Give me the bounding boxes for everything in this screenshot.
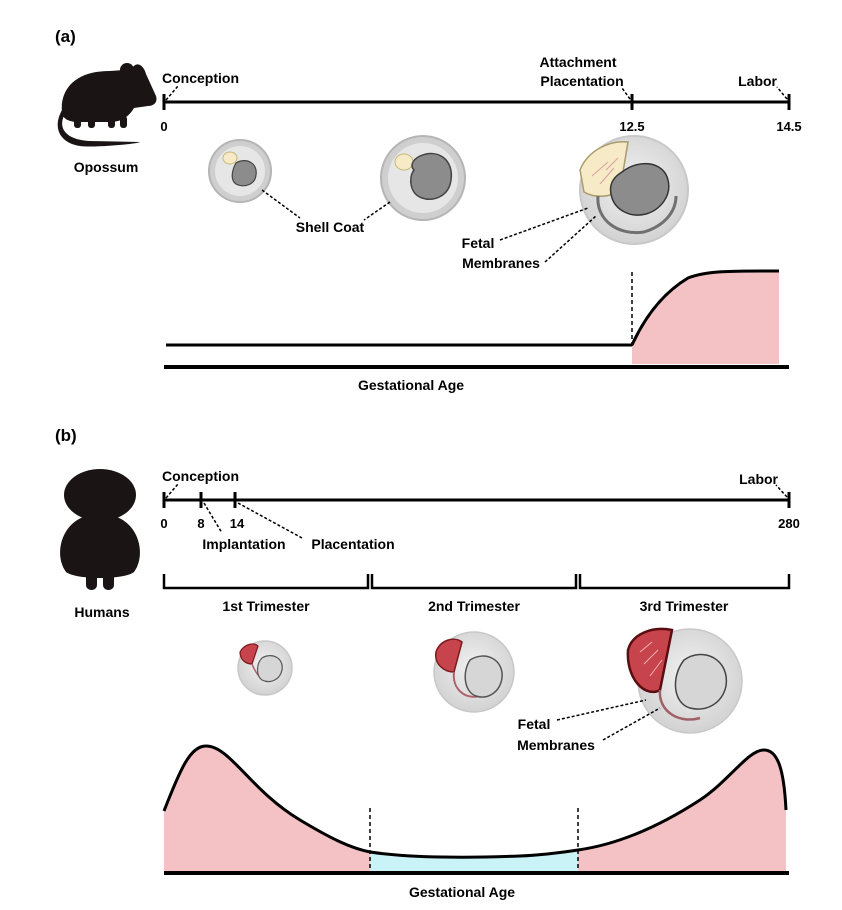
fetal-membranes-leaders-a — [499, 207, 597, 263]
trimester-brackets — [162, 574, 791, 590]
event-attachment-line2: Placentation — [540, 73, 623, 89]
panel-a-label: (a) — [55, 27, 76, 46]
tick-label-a-0: 0 — [160, 119, 167, 134]
event-placentation: Placentation — [311, 536, 394, 552]
opossum-label: Opossum — [74, 159, 139, 175]
tick-label-b-2: 14 — [230, 516, 245, 531]
placental-curve-a — [164, 269, 789, 369]
opossum-icon — [57, 63, 157, 147]
event-labor-b: Labor — [739, 471, 778, 487]
shell-coat-leaders — [261, 189, 391, 221]
event-implantation: Implantation — [202, 536, 285, 552]
gestational-age-label-a: Gestational Age — [358, 377, 464, 393]
tick-label-a-1: 12.5 — [619, 119, 644, 134]
event-labor-a: Labor — [738, 73, 777, 89]
human-embryo-large-icon — [626, 627, 743, 734]
event-conception-b: Conception — [162, 468, 239, 484]
fetal-membranes-a-line1: Fetal — [462, 235, 495, 251]
embryo-membranes-large-icon — [579, 135, 689, 245]
embryo-shell-medium-icon — [380, 135, 466, 221]
shell-coat-label: Shell Coat — [296, 219, 365, 235]
trimester-3-label: 3rd Trimester — [640, 598, 729, 614]
timeline-b — [162, 483, 791, 539]
event-attachment-line1: Attachment — [539, 54, 616, 70]
trimester-1-label: 1st Trimester — [222, 598, 310, 614]
fetal-membranes-b-line2: Membranes — [517, 737, 595, 753]
tick-label-b-3: 280 — [778, 516, 800, 531]
event-conception-a: Conception — [162, 70, 239, 86]
trimester-2-label: 2nd Trimester — [428, 598, 520, 614]
human-embryo-small-icon — [237, 640, 293, 696]
fetal-membranes-leaders-b — [556, 699, 661, 741]
placental-curve-b — [162, 744, 789, 875]
tick-label-b-1: 8 — [197, 516, 204, 531]
human-icon — [60, 469, 140, 590]
tick-label-b-0: 0 — [160, 516, 167, 531]
tick-label-a-2: 14.5 — [776, 119, 801, 134]
fetal-membranes-a-line2: Membranes — [462, 255, 540, 271]
human-embryo-medium-icon — [433, 631, 515, 713]
fetal-membranes-b-line1: Fetal — [518, 716, 551, 732]
panel-b-label: (b) — [55, 426, 77, 445]
gestational-age-label-b: Gestational Age — [409, 884, 515, 900]
humans-label: Humans — [74, 604, 129, 620]
timeline-a — [162, 85, 791, 110]
embryo-shell-small-icon — [208, 139, 272, 203]
